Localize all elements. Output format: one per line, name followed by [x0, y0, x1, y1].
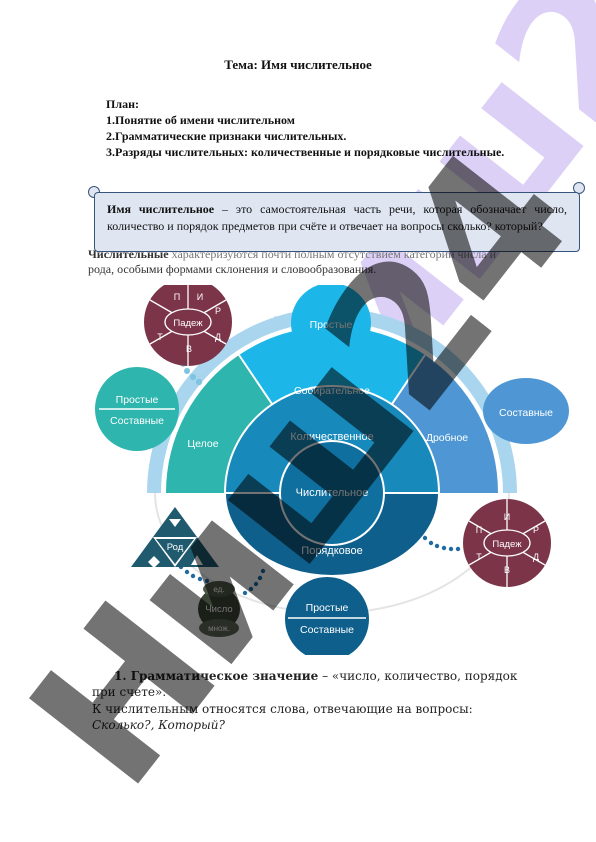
bubble-left-bottom-label: Составные	[110, 415, 164, 427]
case-letter-v-right: В	[504, 565, 510, 575]
case-wheel-right: Падеж И Р Д В Т П	[463, 499, 551, 587]
gender-label: Род	[167, 542, 184, 553]
numeral-diagram: Числительное Количественное Порядковое С…	[95, 285, 569, 655]
questions-italic: Сколько?, Который?	[92, 718, 225, 732]
plan-heading: План:	[106, 97, 139, 111]
grammar-meaning-text: – «число, количество, порядок при счете»…	[92, 669, 518, 699]
paragraph-grammar-meaning: 1. Грамматическое значение – «число, кол…	[92, 668, 532, 700]
number-bubble: ед. Число множ.	[198, 581, 240, 637]
bubble-right	[483, 378, 569, 444]
case-letter-i-top: И	[197, 292, 203, 302]
outer-top-label: Собирательное	[294, 385, 370, 397]
paragraph-questions: К числительным относятся слова, отвечающ…	[92, 701, 532, 733]
plan-item-2: 2.Грамматические признаки числительных.	[106, 129, 347, 143]
case-letter-r-right: Р	[533, 525, 539, 535]
bubble-left-top-label: Простые	[116, 394, 159, 406]
inner-bottom-label: Порядковое	[301, 545, 362, 557]
case-letter-i-right: И	[504, 512, 510, 522]
plan-item-1: 1.Понятие об имени числительном	[106, 113, 295, 127]
grammar-meaning-label: 1. Грамматическое значение	[114, 669, 319, 683]
case-letter-r-top: Р	[215, 306, 221, 316]
dotted-connector-right	[422, 535, 461, 552]
definition-text: – это самостоятельная часть речи, котора…	[107, 202, 567, 233]
case-letter-d-top: Д	[215, 332, 221, 342]
case-letter-t-top: Т	[157, 332, 163, 342]
number-bottom-label: множ.	[208, 624, 230, 633]
plan-item-3: 3.Разряды числительных: количественные и…	[106, 145, 505, 159]
definition-term: Имя числительное	[107, 202, 215, 216]
inner-top-label: Количественное	[290, 431, 373, 443]
hidden-line2: рода, особыми формами склонения и словоо…	[88, 262, 377, 276]
bubble-right-label: Составные	[499, 407, 553, 419]
case-wheel-top: Падеж П И Р Д В Т	[144, 285, 232, 366]
outer-right-label: Дробное	[426, 432, 468, 444]
definition-box: Имя числительное – это самостоятельная ч…	[94, 192, 580, 252]
case-letter-p-right: П	[476, 525, 482, 535]
outer-left-label: Целое	[187, 438, 218, 450]
center-label: Числительное	[296, 487, 369, 499]
bubble-bottom-top-label: Простые	[306, 602, 349, 614]
gender-triangle: Род	[131, 507, 219, 568]
number-center-label: Число	[205, 604, 232, 615]
page-title: Тема: Имя числительное	[224, 57, 372, 72]
bubble-bottom	[285, 577, 369, 655]
case-wheel-right-center: Падеж	[492, 539, 522, 550]
bubble-bottom-bottom-label: Составные	[300, 624, 354, 636]
case-letter-t-right: Т	[476, 552, 482, 562]
case-letter-p-top: П	[174, 292, 180, 302]
case-wheel-top-center: Падеж	[173, 318, 203, 329]
bubble-top-label: Простые	[310, 319, 353, 331]
number-top-label: ед.	[213, 585, 224, 594]
case-letter-v-top: В	[186, 344, 192, 354]
bubble-top	[291, 285, 371, 363]
questions-text: К числительным относятся слова, отвечающ…	[92, 702, 473, 716]
case-letter-d-right: Д	[533, 552, 539, 562]
center-circle	[279, 440, 385, 546]
plan-section: План: 1.Понятие об имени числительном 2.…	[106, 96, 504, 160]
